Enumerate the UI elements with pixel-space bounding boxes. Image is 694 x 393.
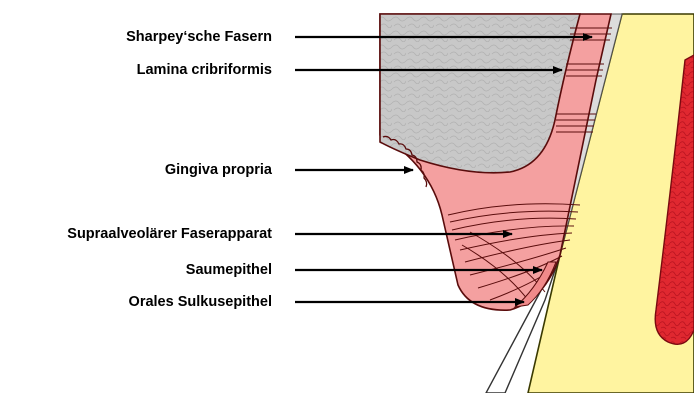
label-oral-sulcus-epithelium: Orales Sulkusepithel: [0, 293, 272, 311]
label-lamina-cribriformis: Lamina cribriformis: [0, 61, 272, 79]
label-gingiva-propria: Gingiva propria: [0, 161, 272, 179]
label-supraalveolar-fibers: Supraalveolärer Faserapparat: [0, 225, 272, 243]
label-sharpey-fibers: Sharpey‘sche Fasern: [0, 28, 272, 46]
label-junctional-epithelium: Saumepithel: [0, 261, 272, 279]
